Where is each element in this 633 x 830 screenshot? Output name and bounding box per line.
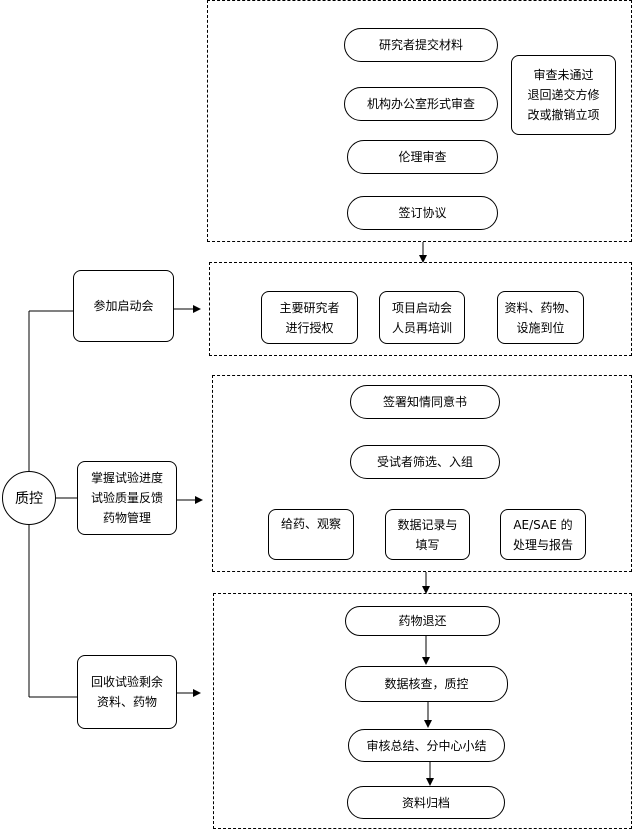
note-line: 改或撤销立项 bbox=[527, 108, 600, 122]
step-screening-enrollment: 受试者筛选、入组 bbox=[350, 445, 500, 479]
side-line: 试验质量反馈 bbox=[90, 491, 163, 505]
frame-kickoff bbox=[209, 262, 632, 356]
item-line: 项目启动会 bbox=[391, 300, 452, 315]
item-ae-sae-handling: AE/SAE 的处理与报告 bbox=[500, 509, 586, 560]
step-label: 审核总结、分中心小结 bbox=[366, 738, 487, 753]
item-line: 资料、药物、 bbox=[504, 300, 577, 315]
step-informed-consent: 签署知情同意书 bbox=[350, 385, 500, 419]
step-review-summary: 审核总结、分中心小结 bbox=[348, 729, 505, 762]
qc-circle: 质控 bbox=[2, 471, 56, 525]
item-dosing-observation: 给药、观察 bbox=[268, 509, 354, 560]
item-line: 处理与报告 bbox=[512, 537, 573, 552]
item-line: 设施到位 bbox=[516, 320, 565, 335]
item-line: 主要研究者 bbox=[279, 300, 340, 315]
side-line: 资料、药物 bbox=[96, 695, 157, 709]
step-sign-agreement: 签订协议 bbox=[347, 196, 498, 230]
item-line: 进行授权 bbox=[285, 320, 334, 335]
side-label: 参加启动会 bbox=[93, 299, 154, 313]
side-recover-materials: 回收试验剩余 资料、药物 bbox=[77, 655, 177, 729]
item-line: 给药、观察 bbox=[280, 517, 341, 531]
note-line: 审查未通过 bbox=[533, 68, 594, 82]
side-kickoff-meeting: 参加启动会 bbox=[73, 270, 174, 342]
step-label: 签订协议 bbox=[398, 206, 447, 220]
qc-label: 质控 bbox=[15, 491, 43, 507]
side-progress-management: 掌握试验进度 试验质量反馈 药物管理 bbox=[77, 461, 177, 535]
step-label: 药物退还 bbox=[398, 614, 447, 628]
step-drug-return: 药物退还 bbox=[345, 606, 500, 636]
step-formal-review: 机构办公室形式审查 bbox=[344, 87, 498, 121]
step-label: 伦理审查 bbox=[398, 150, 447, 164]
item-line: 填写 bbox=[415, 537, 440, 552]
item-line: 数据记录与 bbox=[397, 517, 458, 532]
step-submit-materials: 研究者提交材料 bbox=[344, 28, 498, 62]
item-resources-ready: 资料、药物、设施到位 bbox=[497, 291, 584, 344]
step-label: 机构办公室形式审查 bbox=[366, 97, 475, 111]
frame-closeout bbox=[213, 593, 632, 829]
step-ethics-review: 伦理审查 bbox=[347, 140, 498, 174]
step-label: 资料归档 bbox=[401, 795, 450, 810]
step-label: 数据核查，质控 bbox=[384, 677, 469, 691]
step-label: 研究者提交材料 bbox=[378, 38, 463, 52]
side-line: 回收试验剩余 bbox=[90, 675, 163, 689]
step-data-verification: 数据核查，质控 bbox=[345, 666, 508, 702]
item-line: AE/SAE 的 bbox=[513, 517, 573, 532]
item-line: 人员再培训 bbox=[391, 320, 452, 335]
item-pi-authorization: 主要研究者进行授权 bbox=[261, 291, 358, 344]
side-line: 掌握试验进度 bbox=[90, 471, 163, 485]
step-label: 签署知情同意书 bbox=[382, 395, 467, 409]
step-archive: 资料归档 bbox=[347, 786, 505, 819]
note-review-failed: 审查未通过 退回递交方修 改或撤销立项 bbox=[511, 55, 616, 135]
item-staff-training: 项目启动会人员再培训 bbox=[379, 291, 465, 344]
item-data-recording: 数据记录与填写 bbox=[385, 509, 470, 560]
note-line: 退回递交方修 bbox=[527, 88, 600, 102]
frame-review bbox=[207, 0, 632, 242]
frame-conduct bbox=[212, 375, 632, 572]
step-label: 受试者筛选、入组 bbox=[376, 455, 473, 469]
side-line: 药物管理 bbox=[102, 511, 151, 525]
